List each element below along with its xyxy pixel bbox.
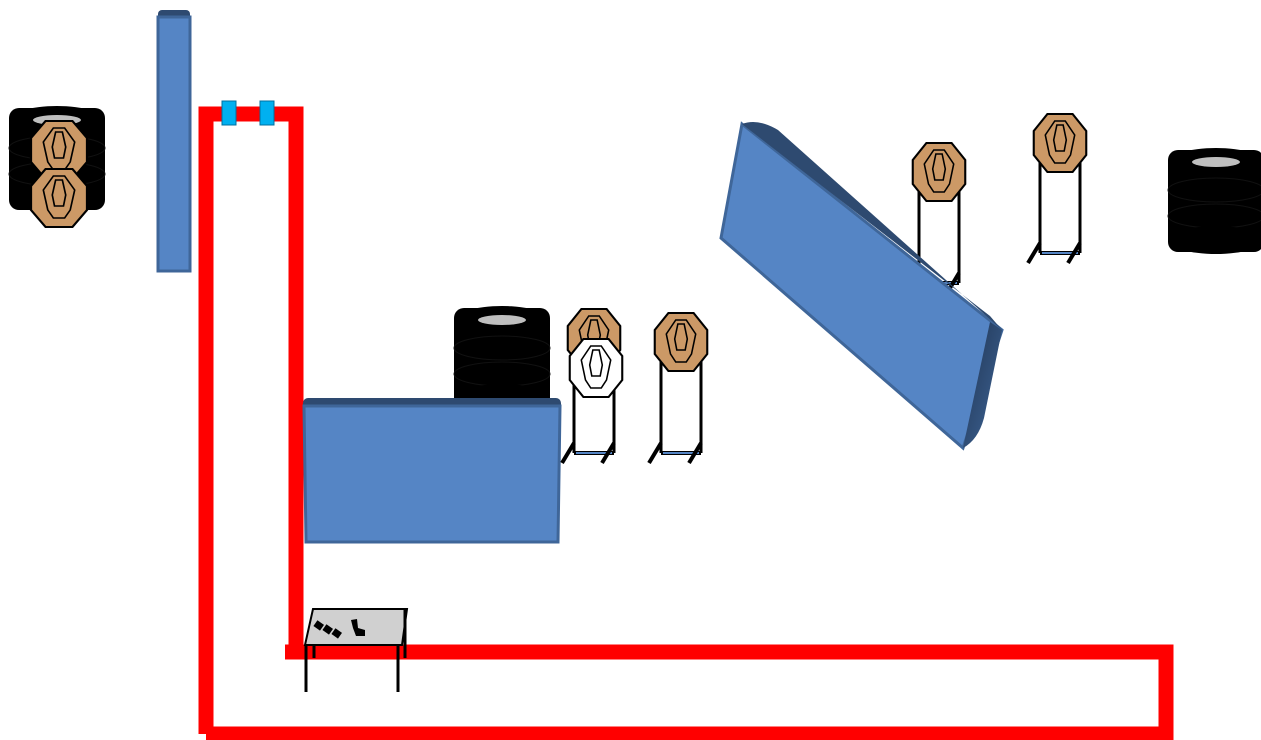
door-marker-left: [221, 100, 237, 126]
door-marker-right: [259, 100, 275, 126]
wall-angled: [719, 121, 1004, 451]
target-right-1: [911, 141, 967, 203]
no-shoot-target: [568, 337, 624, 399]
loading-table: [303, 608, 409, 692]
target-center-2: [653, 311, 709, 373]
wall-tall-vertical: [156, 10, 192, 273]
target-right-2: [1032, 112, 1088, 174]
tire-stack-center: [453, 305, 551, 413]
wall-low-center: [302, 398, 562, 544]
target-on-tires-lower: [29, 167, 89, 229]
fault-line: [198, 106, 1174, 740]
tire-stack-right: [1167, 147, 1261, 255]
pistol-icon: [351, 619, 365, 636]
magazine-icon: [313, 620, 342, 639]
